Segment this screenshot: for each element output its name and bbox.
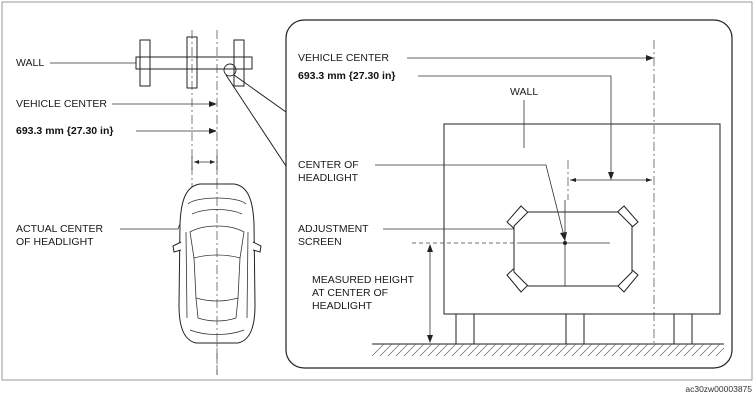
- distance-dimension: [191, 156, 218, 170]
- adjustment-screen-label-line1: ADJUSTMENT: [298, 223, 369, 235]
- figure-frame: [1, 1, 753, 381]
- car-top-view: [172, 183, 262, 344]
- wall-top-view: [135, 36, 253, 89]
- center-headlight-label-line1: CENTER OF: [298, 159, 359, 171]
- center-headlight-group: CENTER OF HEADLIGHT: [298, 159, 567, 241]
- headlight-crosshair: [520, 200, 610, 286]
- vehicle-center-label: VEHICLE CENTER: [16, 98, 107, 110]
- actual-center-label-line1: ACTUAL CENTER: [16, 223, 104, 235]
- distance-label: 693.3 mm {27.30 in}: [16, 125, 113, 137]
- adjustment-screen-label-line2: SCREEN: [298, 236, 342, 248]
- wall-label-group: WALL: [16, 57, 136, 69]
- figure-code: ac30zw00003875: [685, 384, 752, 394]
- actual-center-label-group: ACTUAL CENTER OF HEADLIGHT: [16, 191, 194, 248]
- measured-height-label-line2: AT CENTER OF: [312, 287, 388, 299]
- actual-center-label-line2: OF HEADLIGHT: [16, 236, 94, 248]
- detail-vehicle-center-group: VEHICLE CENTER: [298, 52, 654, 64]
- measured-height-label-line1: MEASURED HEIGHT: [312, 274, 415, 286]
- detail-distance-label: 693.3 mm {27.30 in}: [298, 70, 395, 82]
- center-headlight-label-line2: HEADLIGHT: [298, 172, 359, 184]
- vehicle-center-label-group: VEHICLE CENTER: [16, 98, 217, 110]
- adjustment-screen: [506, 205, 639, 293]
- detail-wall-label: WALL: [510, 86, 538, 98]
- adjustment-screen-label-group: ADJUSTMENT SCREEN: [298, 223, 514, 248]
- measured-height-group: MEASURED HEIGHT AT CENTER OF HEADLIGHT: [312, 242, 520, 343]
- detail-callout: [225, 74, 287, 167]
- detail-vehicle-center-label: VEHICLE CENTER: [298, 52, 389, 64]
- wall-label: WALL: [16, 57, 44, 69]
- detail-distance-group: 693.3 mm {27.30 in}: [298, 70, 614, 180]
- measured-height-label-line3: HEADLIGHT: [312, 300, 373, 312]
- detail-wall-group: WALL: [510, 86, 538, 148]
- distance-label-group: 693.3 mm {27.30 in}: [16, 125, 217, 137]
